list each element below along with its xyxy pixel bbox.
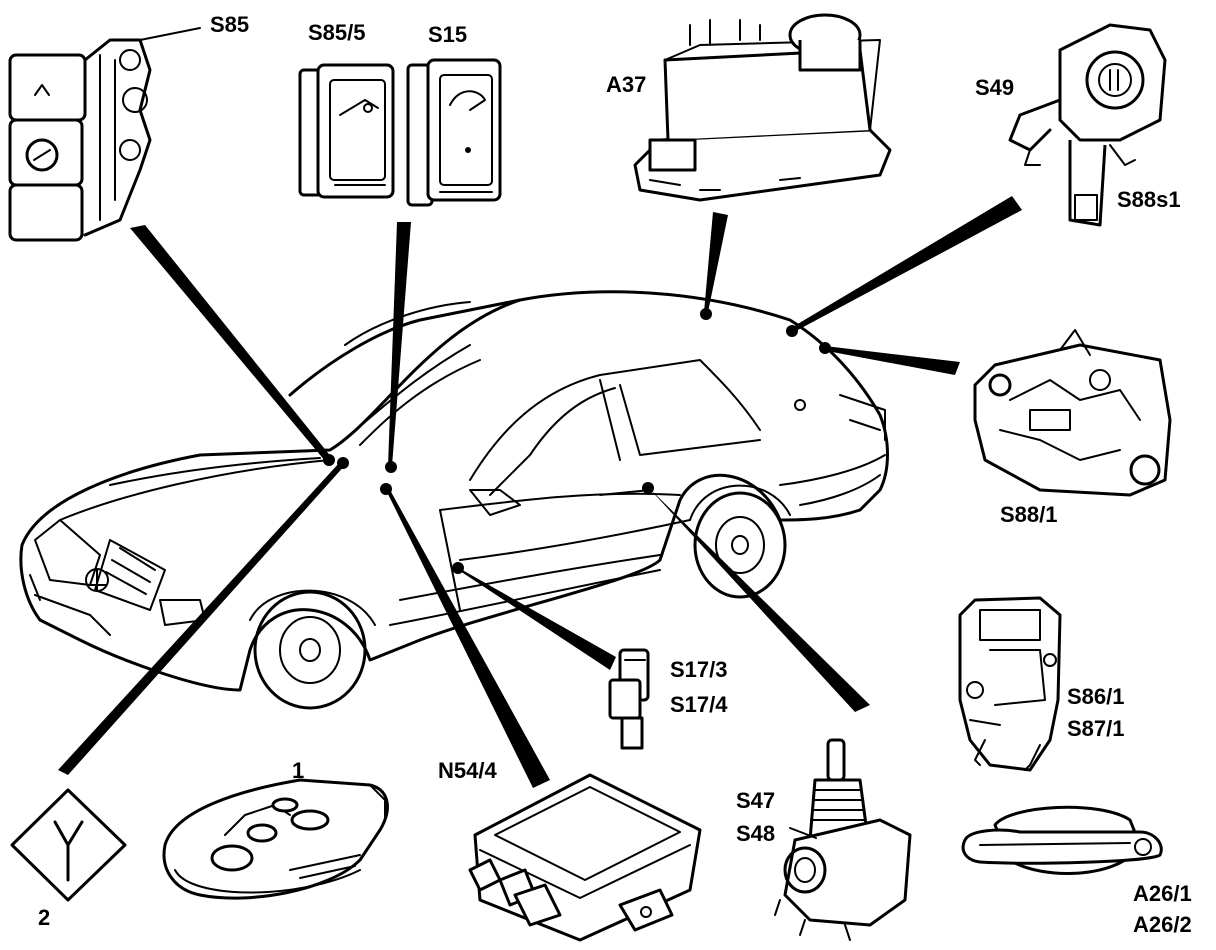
- label-s47: S47: [736, 788, 776, 813]
- label-s88s1: S88s1: [1117, 187, 1181, 212]
- remote-key: [162, 778, 389, 900]
- s85-switch-block: [8, 27, 201, 242]
- point-s85-5: [385, 461, 397, 473]
- point-s86-1: [642, 482, 654, 494]
- label-s49: S49: [975, 75, 1015, 100]
- label-n54-4: N54/4: [438, 758, 497, 783]
- s15-switch: [406, 58, 502, 207]
- point-s88-1: [819, 342, 831, 354]
- point-a37: [700, 308, 712, 320]
- label-s85-5: S85/5: [308, 20, 366, 45]
- s85-5-switch: [298, 63, 395, 199]
- leader-n54: [385, 488, 550, 788]
- leader-antenna: [58, 462, 346, 775]
- point-antenna: [337, 457, 349, 469]
- label-key: 1: [292, 758, 305, 783]
- label-s85: S85: [210, 12, 250, 37]
- label-s15: S15: [428, 22, 468, 47]
- a26-door-handle: [961, 805, 1163, 875]
- point-n54: [380, 483, 392, 495]
- a37-pump: [633, 13, 892, 202]
- leader-a37: [704, 212, 728, 312]
- s49-lock-assembly: [1008, 23, 1167, 227]
- car-illustration: [19, 290, 889, 710]
- antenna-symbol: [10, 788, 127, 902]
- label-antenna: 2: [38, 905, 51, 930]
- leader-s86-1: [647, 486, 870, 712]
- label-s86-1: S86/1: [1067, 684, 1125, 709]
- label-s48: S48: [736, 821, 776, 846]
- label-s87-1: S87/1: [1067, 716, 1125, 741]
- label-s88-1: S88/1: [1000, 502, 1058, 527]
- point-s17: [452, 562, 464, 574]
- label-a37: A37: [606, 72, 647, 97]
- leader-s85-5: [388, 222, 411, 466]
- point-s49: [786, 325, 798, 337]
- leader-s85: [130, 225, 332, 462]
- leader-s17: [457, 567, 616, 670]
- leader-lines: [58, 196, 1022, 788]
- n54-4-control-module: [468, 773, 702, 942]
- s86-1-door-lock: [958, 596, 1062, 772]
- label-s17-4: S17/4: [670, 692, 728, 717]
- s17-contact-switch: [608, 648, 650, 750]
- label-s17-3: S17/3: [670, 657, 728, 682]
- label-a26-1: A26/1: [1133, 881, 1192, 906]
- s88-1-lock-mechanism: [973, 329, 1172, 497]
- leader-s88-1: [825, 346, 960, 375]
- point-s85: [323, 454, 335, 466]
- leader-s49: [791, 196, 1022, 332]
- label-a26-2: A26/2: [1133, 912, 1192, 937]
- s47-actuator: [774, 738, 912, 941]
